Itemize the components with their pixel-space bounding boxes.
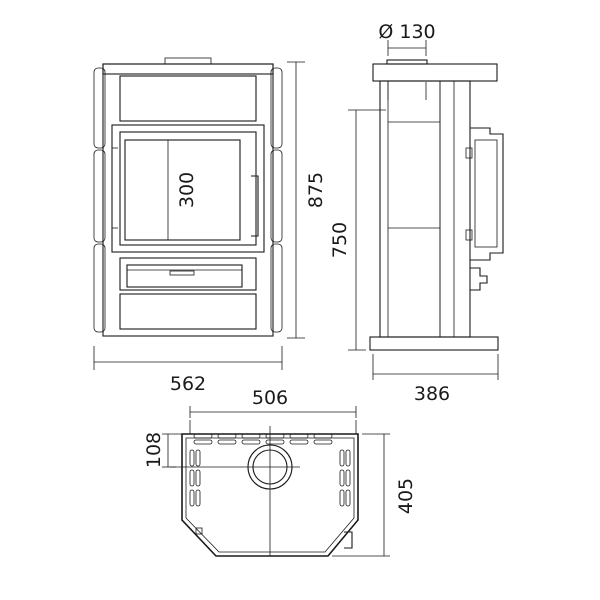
overall-height-label: 875 <box>305 172 327 208</box>
front-flue-collar <box>164 57 212 65</box>
front-view: 300 875 562 <box>93 57 327 395</box>
right-side-tile-1 <box>270 67 283 149</box>
side-door-glass <box>474 139 498 248</box>
side-flue-pipe <box>386 59 428 65</box>
door-height-label: 300 <box>176 172 198 208</box>
front-top-cap <box>102 63 274 75</box>
top-hinge <box>195 527 203 535</box>
side-door-profile <box>470 127 504 261</box>
back-width-label: 506 <box>252 387 288 409</box>
door-handle <box>251 175 259 237</box>
front-upper-panel <box>119 75 257 122</box>
front-door <box>119 131 257 246</box>
top-vent-slots <box>193 433 333 445</box>
front-door-glass <box>124 139 241 241</box>
side-drawer-knob <box>470 267 488 291</box>
left-vent-slots <box>189 449 201 507</box>
ash-drawer <box>126 264 243 288</box>
side-tile-panel <box>387 80 441 338</box>
side-body <box>379 80 471 338</box>
top-handle <box>344 531 353 549</box>
front-base-panel <box>119 293 257 330</box>
ash-drawer-frame <box>119 257 257 291</box>
side-hinge-bottom <box>465 229 473 241</box>
total-depth-label: 405 <box>395 478 417 514</box>
right-side-tile-2 <box>270 149 283 243</box>
left-side-tile-3 <box>93 243 106 333</box>
flue-height-label: 750 <box>329 222 351 258</box>
side-view: Ø 130 750 386 <box>329 21 504 405</box>
flue-offset-label: 108 <box>143 432 165 468</box>
side-top-slab <box>372 63 498 82</box>
flue-diameter-label: Ø 130 <box>378 21 435 43</box>
top-view: 506 108 405 <box>143 387 417 557</box>
depth-label: 386 <box>414 383 450 405</box>
right-side-tile-3 <box>270 243 283 333</box>
top-view-inner-outline <box>185 437 355 553</box>
left-side-tile-2 <box>93 149 106 243</box>
overall-width-label: 562 <box>170 373 206 395</box>
right-vent-slots <box>339 449 351 507</box>
top-view-outline <box>181 433 359 557</box>
side-hinge-top <box>465 147 473 159</box>
front-door-frame <box>111 124 265 253</box>
ash-drawer-handle <box>169 270 195 276</box>
left-side-tile-1 <box>93 67 106 149</box>
side-base <box>369 336 499 351</box>
